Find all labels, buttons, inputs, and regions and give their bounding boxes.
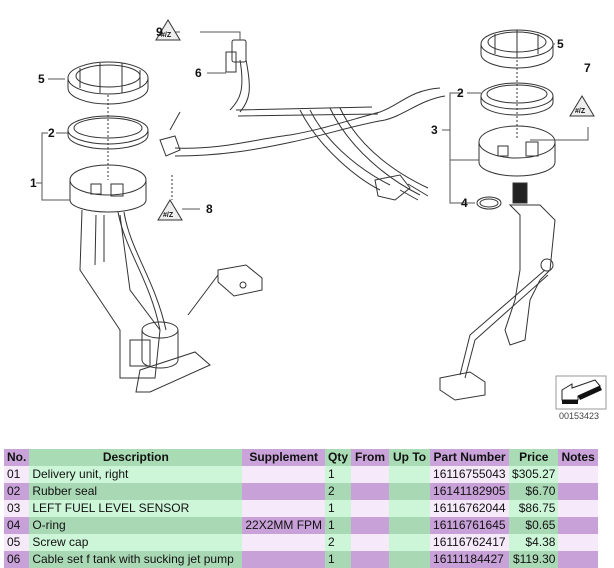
cell-from <box>351 534 390 551</box>
column-header-price[interactable]: Price <box>509 449 559 466</box>
cell-part-number[interactable]: 16141182905 <box>430 483 510 500</box>
flange-right <box>478 125 556 177</box>
column-header-up-to[interactable]: Up To <box>389 449 431 466</box>
callout-6: 6 <box>195 66 202 80</box>
cell-description: Cable set f tank with sucking jet pump <box>29 551 243 568</box>
column-header-part-number[interactable]: Part Number <box>430 449 510 466</box>
column-header-supplement[interactable]: Supplement <box>242 449 326 466</box>
column-header-from[interactable]: From <box>351 449 390 466</box>
cell-price: $6.70 <box>509 483 559 500</box>
cell-up-to <box>389 551 431 568</box>
navigation-arrow-icon[interactable] <box>555 375 607 410</box>
warning-symbol-text: #/Z <box>575 108 586 115</box>
cable-set <box>159 39 446 201</box>
cell-notes <box>558 483 598 500</box>
cell-description: Delivery unit, right <box>29 466 243 483</box>
callout-5-left: 5 <box>38 72 45 86</box>
column-header-description[interactable]: Description <box>29 449 243 466</box>
cell-no: 02 <box>4 483 30 500</box>
cell-supplement <box>242 534 326 551</box>
cell-from <box>351 551 390 568</box>
cell-part-number[interactable]: 16116755043 <box>430 466 510 483</box>
parts-diagram: #/Z #/Z #/Z 5 2 1 9 6 8 5 7 2 3 4 001534… <box>30 19 607 421</box>
cell-qty: 2 <box>325 534 352 551</box>
cell-up-to <box>389 500 431 517</box>
cell-description: Rubber seal <box>29 483 243 500</box>
cell-description: Screw cap <box>29 534 243 551</box>
cell-supplement: 22X2MM FPM <box>242 517 326 534</box>
callout-1: 1 <box>30 176 37 190</box>
parts-table: No. Description Supplement Qty From Up T… <box>4 449 598 568</box>
screw-cap-left <box>67 61 149 105</box>
callout-2-right: 2 <box>457 86 464 100</box>
cell-from <box>351 517 390 534</box>
cell-notes <box>558 534 598 551</box>
screw-cap-right <box>480 29 554 69</box>
diagram-image-id: 00153423 <box>559 411 599 421</box>
callout-9: 9 <box>156 25 163 39</box>
cell-supplement <box>242 500 326 517</box>
cell-supplement <box>242 483 326 500</box>
callout-8: 8 <box>206 202 213 216</box>
cell-supplement <box>242 551 326 568</box>
cell-part-number[interactable]: 16111184427 <box>430 551 510 568</box>
delivery-unit-left <box>69 164 263 393</box>
cell-up-to <box>389 517 431 534</box>
cell-qty: 2 <box>325 483 352 500</box>
cell-price: $0.65 <box>509 517 559 534</box>
column-header-no[interactable]: No. <box>4 449 30 466</box>
cell-from <box>351 500 390 517</box>
cell-description: O-ring <box>29 517 243 534</box>
cell-no: 01 <box>4 466 30 483</box>
cell-price: $86.75 <box>509 500 559 517</box>
cell-up-to <box>389 483 431 500</box>
warning-symbol-text: #/Z <box>161 32 172 39</box>
o-ring <box>476 196 502 210</box>
callout-3: 3 <box>431 123 438 137</box>
callout-5-right: 5 <box>557 37 564 51</box>
cell-part-number[interactable]: 16116762417 <box>430 534 510 551</box>
cell-no: 03 <box>4 500 30 517</box>
callout-2-left: 2 <box>48 126 55 140</box>
table-header-row: No. Description Supplement Qty From Up T… <box>4 449 598 466</box>
warning-symbol-icon: #/Z <box>157 199 183 221</box>
callout-4: 4 <box>461 196 468 210</box>
cell-no: 06 <box>4 551 30 568</box>
cell-notes <box>558 500 598 517</box>
cell-part-number[interactable]: 16116762044 <box>430 500 510 517</box>
warning-symbol-text: #/Z <box>163 212 174 219</box>
warning-symbol-icon: #/Z <box>569 95 595 117</box>
cell-part-number[interactable]: 16116761645 <box>430 517 510 534</box>
cell-from <box>351 483 390 500</box>
cell-qty: 1 <box>325 466 352 483</box>
cell-qty: 1 <box>325 517 352 534</box>
cell-no: 04 <box>4 517 30 534</box>
rubber-seal-right <box>480 82 554 116</box>
cell-supplement <box>242 466 326 483</box>
cell-up-to <box>389 466 431 483</box>
cell-up-to <box>389 534 431 551</box>
cell-price: $305.27 <box>509 466 559 483</box>
cell-notes <box>558 466 598 483</box>
cell-qty: 1 <box>325 551 352 568</box>
fuel-level-sensor <box>439 182 556 401</box>
callout-7: 7 <box>584 61 591 75</box>
column-header-notes[interactable]: Notes <box>558 449 598 466</box>
cell-price: $119.30 <box>509 551 559 568</box>
cell-qty: 1 <box>325 500 352 517</box>
cell-no: 05 <box>4 534 30 551</box>
cell-from <box>351 466 390 483</box>
cell-description: LEFT FUEL LEVEL SENSOR <box>29 500 243 517</box>
column-header-qty[interactable]: Qty <box>325 449 352 466</box>
cell-price: $4.38 <box>509 534 559 551</box>
cell-notes <box>558 517 598 534</box>
cell-notes <box>558 551 598 568</box>
warning-symbol-icon: #/Z <box>155 19 181 41</box>
